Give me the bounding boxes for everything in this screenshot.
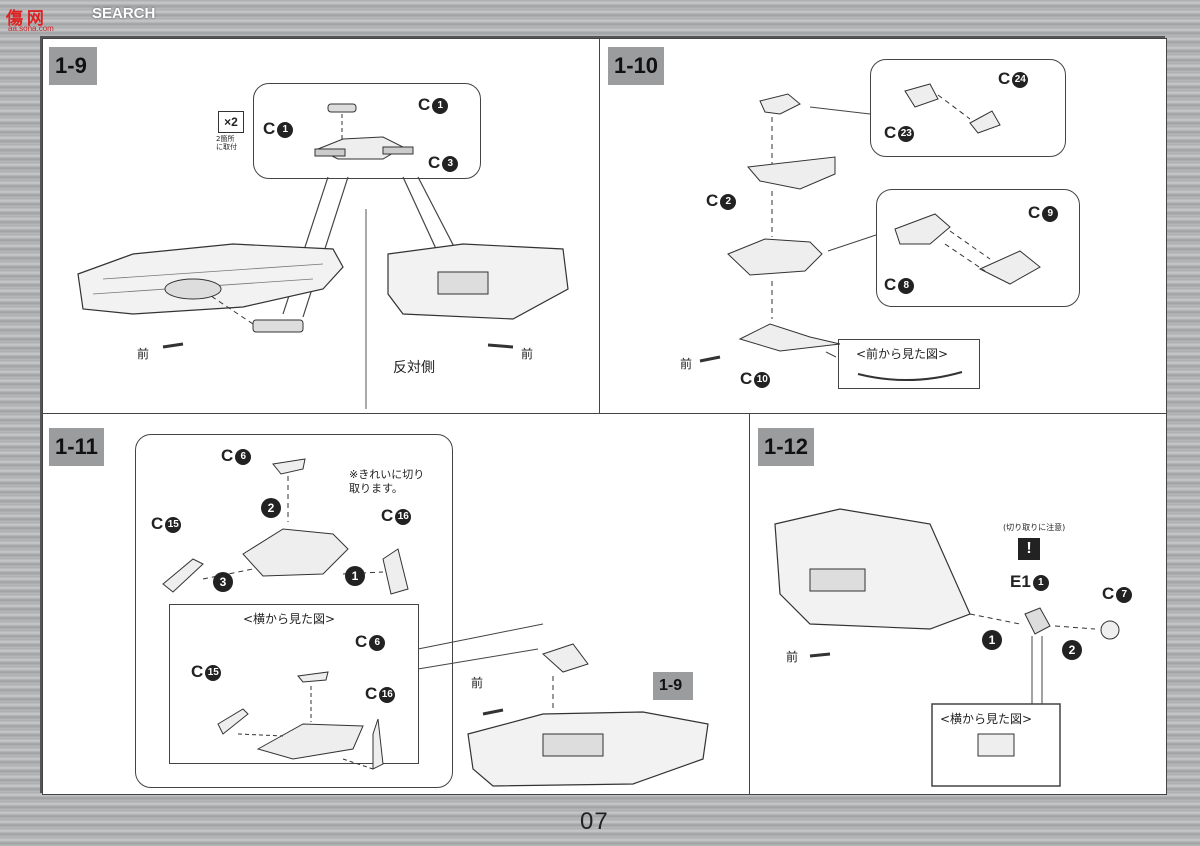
bubble-pointer-lines	[77, 103, 569, 409]
front-label-right: 前	[521, 347, 534, 361]
front-label-left: 前	[137, 347, 150, 361]
step-1-10-drawing	[699, 83, 1041, 382]
logo-cn-text: 傷 网	[6, 9, 44, 29]
front-label: 前	[471, 676, 484, 690]
step-1-12-drawing	[774, 508, 1120, 787]
step-badge-1-10: 1-10	[608, 47, 665, 85]
step-badge-1-12: 1-12	[758, 428, 815, 466]
x2-note: 2箇所 に取付	[216, 135, 237, 151]
step-number-1: 1	[345, 566, 365, 586]
step-number-1: 1	[982, 630, 1002, 650]
site-logo: 傷 网 SEARCH aa.sona.com	[6, 4, 176, 34]
side-view-box	[169, 604, 419, 764]
front-view-label: <前から見た図>	[856, 347, 949, 361]
page-number: 07	[580, 808, 609, 835]
step-number-3: 3	[213, 572, 233, 592]
opposite-side-label: 反対側	[393, 360, 435, 376]
cutting-note: ※きれいに切り 取ります。	[349, 468, 425, 495]
logo-url-text: aa.sona.com	[8, 24, 54, 33]
caution-note: (切り取りに注意)	[1003, 523, 1066, 532]
side-view-label: <横から見た図>	[940, 712, 1033, 726]
reference-badge-1-9: 1-9	[653, 672, 693, 700]
step-1-11-drawing	[162, 458, 709, 787]
step-badge-1-11: 1-11	[49, 428, 104, 466]
logo-search-text: SEARCH	[92, 5, 156, 22]
step-number-2: 2	[1062, 640, 1082, 660]
x2-badge: ×2	[218, 111, 244, 133]
step-badge-1-9: 1-9	[49, 47, 97, 85]
caution-icon: !	[1018, 538, 1040, 560]
front-label: 前	[786, 650, 799, 664]
side-view-label: <横から見た図>	[243, 612, 336, 626]
step-number-2: 2	[261, 498, 281, 518]
front-label: 前	[680, 357, 693, 371]
